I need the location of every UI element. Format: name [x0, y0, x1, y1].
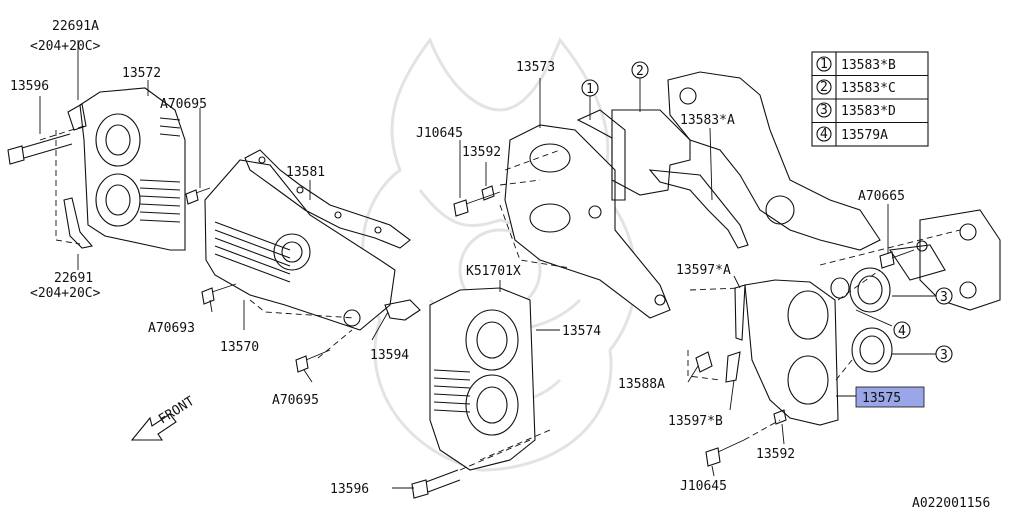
diagram-reference-id: A022001156	[912, 496, 990, 511]
svg-text:1: 1	[820, 57, 828, 72]
label-A70693[interactable]: A70693	[148, 321, 195, 336]
callout-3-lower: 3	[935, 345, 953, 363]
leader-lines	[39, 40, 936, 489]
svg-text:13579A: 13579A	[841, 128, 888, 143]
label-22691[interactable]: 22691	[54, 271, 93, 286]
label-J10645-top[interactable]: J10645	[416, 126, 463, 141]
bolt-13596-bottom	[411, 469, 461, 499]
label-J10645-bottom[interactable]: J10645	[680, 479, 727, 494]
oil-seal-13583D-upper	[849, 267, 891, 313]
washer-13592-bottom	[773, 409, 787, 425]
label-22691A[interactable]: 22691A	[52, 19, 99, 34]
svg-text:1: 1	[586, 82, 594, 97]
front-label: FRONT	[156, 394, 197, 428]
callout-2: 2	[631, 61, 649, 79]
label-13588A[interactable]: 13588A	[618, 377, 665, 392]
belt-cover-13573	[504, 124, 671, 319]
bolt-A70693	[201, 283, 237, 305]
label-13597B[interactable]: 13597*B	[668, 414, 723, 429]
legend-row-3: 3 13583*D	[816, 102, 896, 119]
legend-row-4: 4 13579A	[816, 126, 888, 143]
legend-table: 1 13583*B 2 13583*C 3 13583*D 4 13579A	[811, 51, 929, 147]
svg-text:2: 2	[636, 64, 644, 79]
gasket-13597A	[734, 284, 746, 341]
label-13594[interactable]: 13594	[370, 348, 409, 363]
svg-text:3: 3	[820, 103, 828, 118]
bolt-A70695-bottom	[295, 349, 331, 373]
label-13592-bottom[interactable]: 13592	[756, 447, 795, 462]
washer-13592-top	[481, 185, 495, 201]
gasket-13583A	[648, 169, 749, 249]
label-22691-sub: <204+20C>	[30, 286, 101, 301]
label-13570[interactable]: 13570	[220, 340, 259, 355]
highlight-13575[interactable]: 13575	[855, 386, 925, 408]
callout-4: 4	[893, 321, 911, 339]
svg-text:2: 2	[820, 80, 828, 95]
bolt-13596-top	[7, 133, 73, 165]
bracket-13594	[384, 299, 421, 321]
callout-1: 1	[581, 79, 599, 97]
callout-3-upper: 3	[935, 287, 953, 305]
oil-seal-13583D-lower	[851, 327, 893, 373]
gasket-13583C	[611, 109, 691, 196]
bracket-22691	[63, 197, 94, 249]
bracket-13588A	[695, 351, 713, 373]
svg-text:3: 3	[940, 348, 948, 363]
label-K51701X[interactable]: K51701X	[466, 264, 521, 279]
svg-text:13583*D: 13583*D	[841, 104, 896, 119]
label-13597A[interactable]: 13597*A	[676, 263, 731, 278]
belt-cover-13575	[744, 279, 839, 426]
label-13581[interactable]: 13581	[286, 165, 325, 180]
bolt-A70695-top	[185, 187, 211, 205]
svg-text:4: 4	[898, 324, 906, 339]
label-13574[interactable]: 13574	[562, 324, 601, 339]
svg-text:13583*C: 13583*C	[841, 81, 896, 96]
label-13596-bottom[interactable]: 13596	[330, 482, 369, 497]
legend-row-2: 2 13583*C	[816, 79, 896, 96]
svg-text:3: 3	[940, 290, 948, 305]
belt-cover-13574	[429, 287, 536, 471]
bolt-A70665	[879, 249, 915, 269]
label-13596-top[interactable]: 13596	[10, 79, 49, 94]
gasket-13581	[244, 149, 411, 249]
label-13572[interactable]: 13572	[122, 66, 161, 81]
gasket-13597B	[725, 351, 741, 383]
bracket-22691A	[67, 103, 87, 131]
label-A70665[interactable]: A70665	[858, 189, 905, 204]
label-A70695-bottom[interactable]: A70695	[272, 393, 319, 408]
svg-text:13583*B: 13583*B	[841, 58, 896, 73]
front-arrow-icon	[130, 413, 177, 441]
bolt-J10645-bottom	[705, 439, 745, 467]
label-13573[interactable]: 13573	[516, 60, 555, 75]
label-13592-top[interactable]: 13592	[462, 145, 501, 160]
bolt-J10645-top	[453, 191, 501, 217]
label-13575[interactable]: 13575	[862, 391, 901, 406]
legend-row-1: 1 13583*B	[816, 56, 896, 73]
label-A70695-top[interactable]: A70695	[160, 97, 207, 112]
gasket-13583B	[576, 109, 626, 201]
label-13583A[interactable]: 13583*A	[680, 113, 735, 128]
belt-cover-13570	[204, 159, 396, 331]
svg-text:4: 4	[820, 127, 828, 142]
timing-belt-cover-13572	[79, 87, 186, 251]
oil-seal-13579A	[830, 277, 850, 299]
label-22691A-sub: <204+20C>	[30, 39, 101, 54]
